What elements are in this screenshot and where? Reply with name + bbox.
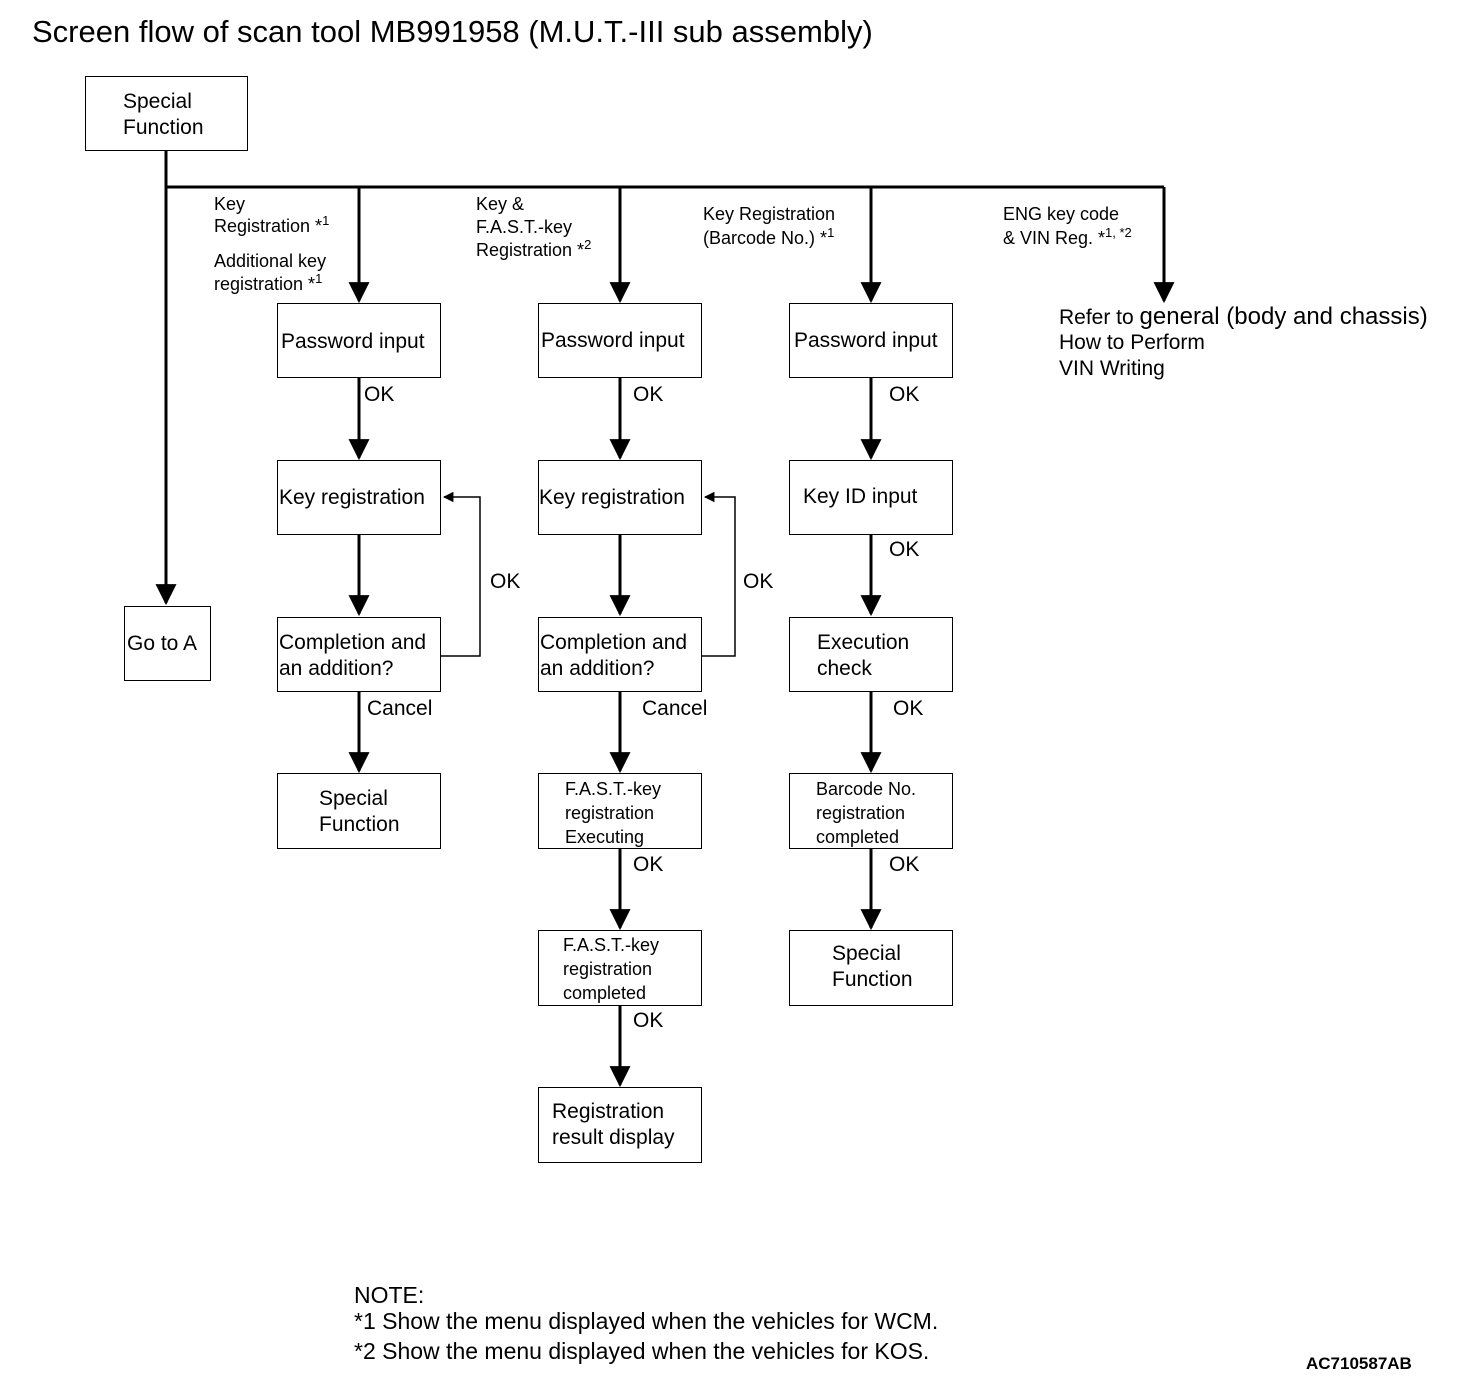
col3-special-function-box: Special Function xyxy=(789,930,953,1006)
refer-line-3: VIN Writing xyxy=(1059,357,1165,380)
col2-fast-exec-line-1: F.A.S.T.-key xyxy=(565,779,662,799)
goto-a-box: Go to A xyxy=(124,606,211,681)
col2-fast-done-line-1: F.A.S.T.-key xyxy=(563,935,660,955)
col1-ok-loop-label: OK xyxy=(490,570,521,593)
branch-4-label-1: ENG key code xyxy=(1003,204,1120,224)
col3-barcode-line-2: registration xyxy=(816,803,906,823)
branch-2-label-1: Key & xyxy=(476,194,525,214)
goto-a-label: Go to A xyxy=(127,632,198,655)
col2-key-registration-label: Key registration xyxy=(539,486,685,509)
col2-completion-box: Completion and an addition? xyxy=(538,617,702,692)
note-heading: NOTE: xyxy=(354,1282,425,1308)
col2-fast-done-line-2: registration xyxy=(563,959,653,979)
col2-ok-label-1: OK xyxy=(633,383,664,406)
col2-cancel-label: Cancel xyxy=(642,697,708,720)
col3-ok-label-2: OK xyxy=(889,538,920,561)
col3-exec-line-1: Execution xyxy=(817,631,910,654)
col2-registration-result-box: Registration result display xyxy=(538,1087,702,1163)
col1-special-line-2: Function xyxy=(319,813,400,836)
col3-ok-label-1: OK xyxy=(889,383,920,406)
refer-line-1: Refer to general (body and chassis) xyxy=(1059,303,1428,330)
col3-ok-label-4: OK xyxy=(889,853,920,876)
col2-password-label: Password input xyxy=(541,329,685,352)
col1-password-label: Password input xyxy=(281,330,425,353)
col3-special-line-2: Function xyxy=(832,968,913,991)
branch-1-label-a2: Registration *1 xyxy=(214,213,330,236)
col2-completion-line-2: an addition? xyxy=(540,657,655,680)
col3-barcode-completed-box: Barcode No. registration completed xyxy=(789,773,953,849)
col2-ok-label-3: OK xyxy=(633,1009,664,1032)
branch-3-label-2: (Barcode No.) *1 xyxy=(703,225,835,248)
col2-fast-executing-box: F.A.S.T.-key registration Executing xyxy=(538,773,702,849)
col2-fast-done-line-3: completed xyxy=(563,983,647,1003)
col2-fast-completed-box: F.A.S.T.-key registration completed xyxy=(538,930,702,1006)
col3-barcode-line-1: Barcode No. xyxy=(816,779,917,799)
special-function-root-box: Special Function xyxy=(85,76,248,151)
col3-barcode-line-3: completed xyxy=(816,827,900,847)
root-line-2: Function xyxy=(123,116,204,139)
branch-3-label-1: Key Registration xyxy=(703,204,836,224)
refer-line-2: How to Perform xyxy=(1059,331,1205,354)
col1-cancel-label: Cancel xyxy=(367,697,433,720)
diagram-title: Screen flow of scan tool MB991958 (M.U.T… xyxy=(32,14,873,49)
col1-special-function-box: Special Function xyxy=(277,773,441,849)
branch-2-label-2: F.A.S.T.-key xyxy=(476,217,573,237)
col2-fast-exec-line-3: Executing xyxy=(565,827,645,847)
loop-connector-col2 xyxy=(702,491,736,657)
col3-exec-line-2: check xyxy=(817,657,872,680)
col3-password-input-box: Password input xyxy=(789,303,953,378)
col2-key-registration-box: Key registration xyxy=(538,460,702,535)
branch-1-label-b1: Additional key xyxy=(214,251,327,271)
figure-code: AC710587AB xyxy=(1306,1354,1412,1373)
col2-ok-loop-label: OK xyxy=(743,570,774,593)
col2-completion-line-1: Completion and xyxy=(540,631,688,654)
branch-2-label-3: Registration *2 xyxy=(476,237,592,260)
loop-connector-col1 xyxy=(441,491,481,657)
col1-completion-line-2: an addition? xyxy=(279,657,394,680)
col1-key-registration-label: Key registration xyxy=(279,486,425,509)
col2-result-line-1: Registration xyxy=(552,1100,665,1123)
note-1: *1 Show the menu displayed when the vehi… xyxy=(354,1308,939,1334)
col3-special-line-1: Special xyxy=(832,942,901,965)
branch-1-label-a1: Key xyxy=(214,194,246,214)
col1-ok-label-1: OK xyxy=(364,383,395,406)
col2-password-input-box: Password input xyxy=(538,303,702,378)
col1-special-line-1: Special xyxy=(319,787,388,810)
col1-key-registration-box: Key registration xyxy=(277,460,441,535)
col2-result-line-2: result display xyxy=(552,1126,675,1149)
note-2: *2 Show the menu displayed when the vehi… xyxy=(354,1338,930,1364)
col3-key-id-input-box: Key ID input xyxy=(789,460,953,535)
col2-ok-label-2: OK xyxy=(633,853,664,876)
branch-1-label-b2: registration *1 xyxy=(214,271,323,294)
col1-completion-line-1: Completion and xyxy=(279,631,427,654)
col3-execution-check-box: Execution check xyxy=(789,617,953,692)
branch-4-label-2: & VIN Reg. *1, *2 xyxy=(1003,225,1132,248)
col1-completion-box: Completion and an addition? xyxy=(277,617,441,692)
col3-ok-label-3: OK xyxy=(893,697,924,720)
col1-password-input-box: Password input xyxy=(277,303,441,378)
col3-key-id-label: Key ID input xyxy=(803,485,918,508)
col3-password-label: Password input xyxy=(794,329,938,352)
col2-fast-exec-line-2: registration xyxy=(565,803,655,823)
root-line-1: Special xyxy=(123,90,192,113)
